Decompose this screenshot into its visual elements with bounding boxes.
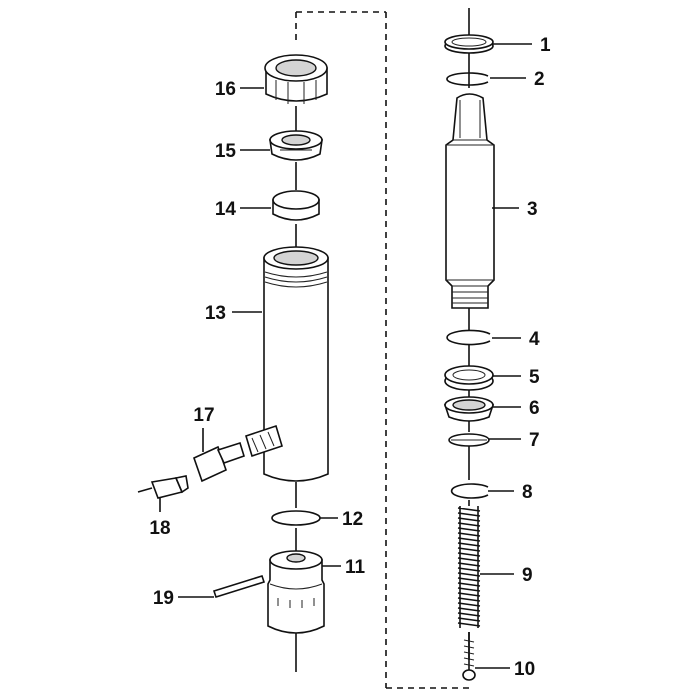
- plug-part: [272, 190, 320, 221]
- gland-nut-part: [269, 130, 323, 161]
- o-ring-part: [271, 510, 321, 526]
- callout-label-6: 6: [529, 398, 540, 419]
- callout-label-15: 15: [215, 141, 237, 162]
- retaining-ring-part: [450, 483, 489, 499]
- callout-label-8: 8: [522, 482, 533, 503]
- callout-label-3: 3: [527, 199, 538, 220]
- seal-ring-part: [444, 365, 494, 391]
- packing-cup-part: [443, 396, 495, 422]
- top-ring-part: [444, 34, 494, 54]
- snap-ring-lower-part: [446, 329, 491, 346]
- callout-label-11: 11: [345, 557, 366, 578]
- valve-fitting-part: [193, 424, 283, 483]
- callout-label-17: 17: [193, 405, 214, 426]
- connection-line-top: [295, 11, 386, 40]
- callout-label-16: 16: [215, 79, 236, 100]
- screw-part: [462, 632, 476, 681]
- callout-label-2: 2: [534, 69, 545, 90]
- callout-label-5: 5: [529, 367, 540, 388]
- callout-label-19: 19: [153, 588, 174, 609]
- callout-label-7: 7: [529, 430, 540, 451]
- callout-label-4: 4: [529, 329, 540, 350]
- callout-label-9: 9: [522, 565, 533, 586]
- callout-label-13: 13: [205, 303, 226, 324]
- cylinder-body-part: [263, 246, 329, 482]
- washer-part: [448, 433, 490, 447]
- base-fitting-part: [267, 550, 325, 634]
- spring-coils: [457, 506, 481, 628]
- callout-label-12: 12: [342, 509, 363, 530]
- piston-rod-part: [445, 93, 495, 309]
- bleeder-screw-part: [137, 475, 189, 512]
- callout-label-18: 18: [149, 518, 170, 539]
- callout-label-14: 14: [215, 199, 237, 220]
- pin-part: [212, 575, 266, 598]
- snap-ring-upper-part: [446, 72, 489, 86]
- spring-part: [457, 506, 481, 628]
- assembly-lines: [295, 8, 470, 689]
- callout-label-10: 10: [514, 659, 535, 680]
- callout-label-1: 1: [540, 35, 551, 56]
- cap-nut-part: [264, 54, 328, 104]
